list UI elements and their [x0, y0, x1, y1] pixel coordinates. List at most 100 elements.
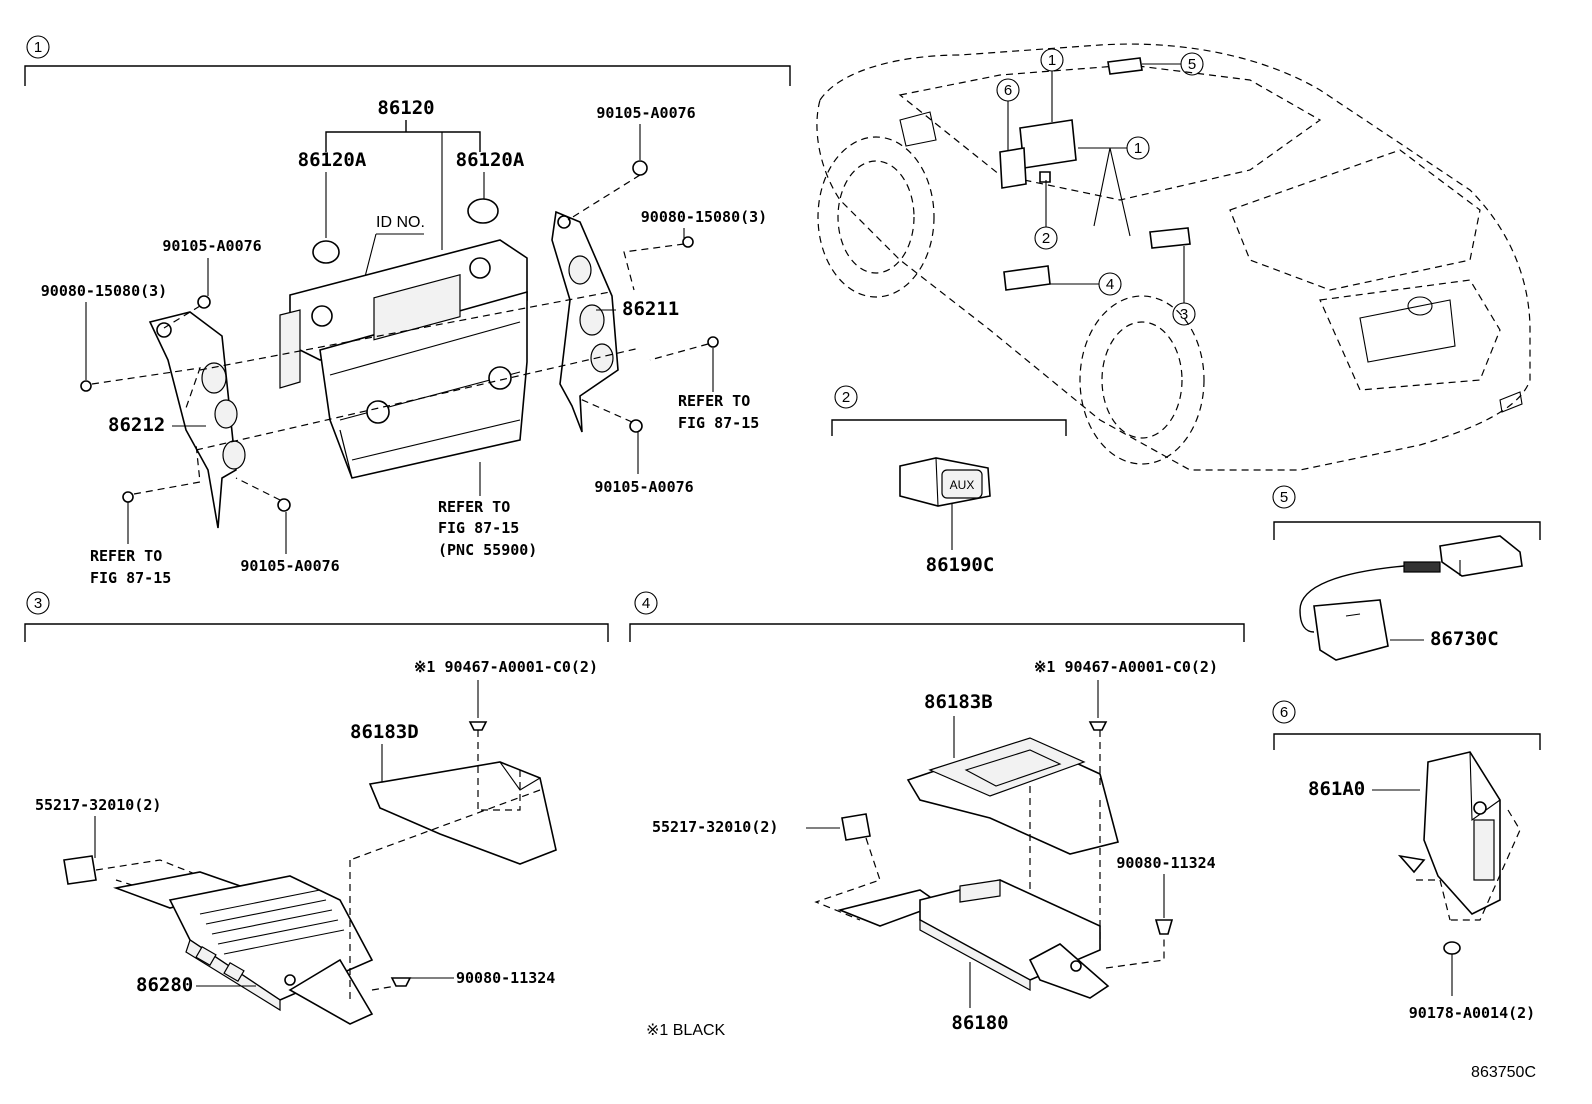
- cover-86183b: [906, 737, 1119, 855]
- refer-note-left-line1: REFER TO: [90, 547, 162, 565]
- refer-note-center-line3: (PNC 55900): [438, 541, 537, 559]
- car-aux-2-location: [1039, 171, 1051, 183]
- car-callout-2: 2: [1042, 230, 1050, 247]
- aux-switch: AUX: [899, 457, 991, 507]
- refer-note-right-line2: FIG 87-15: [678, 414, 759, 432]
- section-number: 2: [842, 389, 850, 406]
- part-label-55217-s4: 55217-32010(2): [652, 818, 778, 836]
- part-label-86211: 86211: [622, 298, 679, 320]
- section-5: 5 86730C: [1272, 485, 1541, 661]
- part-label-86212: 86212: [108, 414, 165, 436]
- section-marker-4: [634, 591, 658, 615]
- section-number: 3: [34, 595, 42, 612]
- part-label-86120: 86120: [377, 97, 434, 119]
- section-4: 4 ※1 90467-A0001-C0(2) 86183B 55217-3201…: [629, 591, 1245, 1034]
- section-3: 3 ※1 90467-A0001-C0(2) 86183D 55217-3201…: [24, 591, 609, 1025]
- part-label-90467-s3: ※1 90467-A0001-C0(2): [414, 658, 598, 676]
- screw-90105-bottom-right: [629, 419, 643, 433]
- license-plate: [1359, 299, 1456, 363]
- car-callout-3: 3: [1180, 306, 1188, 323]
- part-label-86280: 86280: [136, 974, 193, 996]
- section-bracket: [831, 419, 1067, 436]
- part-label-86180: 86180: [951, 1012, 1008, 1034]
- car-usb-5-location: [1107, 57, 1143, 75]
- rear-window-outline: [1229, 149, 1481, 291]
- part-label-90178: 90178-A0014(2): [1409, 1004, 1535, 1022]
- part-label-86183d: 86183D: [350, 721, 419, 743]
- part-label-90080-s3: 90080-11324: [456, 969, 555, 987]
- part-label-90080-right: 90080-15080(3): [641, 208, 767, 226]
- screw-90105-left: [197, 295, 211, 309]
- section-bracket: [629, 623, 1245, 642]
- part-label-90080-left: 90080-15080(3): [41, 282, 167, 300]
- part-label-90105-bottom-left: 90105-A0076: [240, 557, 339, 575]
- section-number: 1: [34, 39, 42, 56]
- part-label-90105-left: 90105-A0076: [162, 237, 261, 255]
- refer-note-center-line1: REFER TO: [438, 498, 510, 516]
- knob-right: [467, 198, 499, 224]
- part-label-86190c: 86190C: [926, 554, 995, 576]
- vehicle-overview: 1 1 2 3 4 5 6: [816, 43, 1531, 471]
- section-2: 2 AUX 86190C: [831, 385, 1067, 576]
- clip-55217-s3: [63, 855, 97, 885]
- section-number: 4: [642, 595, 650, 612]
- section-number: 5: [1280, 489, 1288, 506]
- refer-note-center-line2: FIG 87-15: [438, 519, 519, 537]
- rear-wheel: [1079, 295, 1205, 465]
- screw-90105-bottom-left: [277, 498, 291, 512]
- id-number-label: ID NO.: [376, 214, 425, 231]
- section-number: 6: [1280, 704, 1288, 721]
- car-head-unit-location: [1019, 119, 1077, 169]
- part-label-86120a-right: 86120A: [456, 149, 525, 171]
- car-callout-1-right: 1: [1134, 140, 1142, 157]
- screw-90105-top-right: [632, 160, 648, 176]
- car-module-6-location: [999, 147, 1027, 189]
- car-amp-4-location: [1003, 265, 1051, 291]
- car-amp-3-location: [1149, 227, 1191, 249]
- section-bracket: [24, 623, 609, 642]
- refer-note-left-line2: FIG 87-15: [90, 569, 171, 587]
- bracket-86211: [551, 210, 619, 433]
- section-bracket: [24, 65, 791, 86]
- cover-86183d: [368, 761, 557, 865]
- side-mirror: [899, 111, 937, 147]
- car-callout-5: 5: [1188, 56, 1196, 73]
- section-marker-3: [26, 591, 50, 615]
- part-label-86183b: 86183B: [924, 691, 993, 713]
- refer-note-right-line1: REFER TO: [678, 392, 750, 410]
- figure-code: 863750C: [1471, 1064, 1536, 1081]
- section-6: 6 861A0 90178-A0014(2): [1272, 700, 1541, 1022]
- section-marker-2: [834, 385, 858, 409]
- car-body-outline: [816, 43, 1531, 471]
- part-label-55217-s3: 55217-32010(2): [35, 796, 161, 814]
- section-marker-5: [1272, 485, 1296, 509]
- section-bracket: [1273, 733, 1541, 750]
- fasteners-section-1: [80, 160, 719, 512]
- clip-55217-s4: [841, 813, 871, 841]
- section-marker-6: [1272, 700, 1296, 724]
- part-label-86120a-left: 86120A: [298, 149, 367, 171]
- module-861a0: [1397, 751, 1521, 921]
- footnote-black: ※1 BLACK: [646, 1022, 726, 1039]
- section-marker-1: [26, 35, 50, 59]
- section-1: 1 86120 86120A 86120A ID NO.: [24, 35, 791, 587]
- part-label-90080-s4: 90080-11324: [1116, 854, 1215, 872]
- section-bracket: [1273, 521, 1541, 540]
- leader-86120: [325, 120, 481, 152]
- car-callout-1-top: 1: [1048, 52, 1056, 69]
- amplifier-86280: [113, 871, 374, 1025]
- part-label-861a0: 861A0: [1308, 778, 1365, 800]
- part-label-90105-top-right: 90105-A0076: [596, 104, 695, 122]
- part-label-90105-bottom-right: 90105-A0076: [594, 478, 693, 496]
- knob-left: [312, 240, 340, 264]
- part-label-86730c: 86730C: [1430, 628, 1499, 650]
- bolt-90080-right: [682, 236, 694, 248]
- usb-adapter: [1299, 535, 1523, 661]
- aux-label: AUX: [950, 478, 975, 492]
- bracket-86212: [148, 311, 246, 529]
- car-callout-4: 4: [1106, 276, 1114, 293]
- amplifier-86180: [837, 879, 1110, 999]
- part-label-90467-s4: ※1 90467-A0001-C0(2): [1034, 658, 1218, 676]
